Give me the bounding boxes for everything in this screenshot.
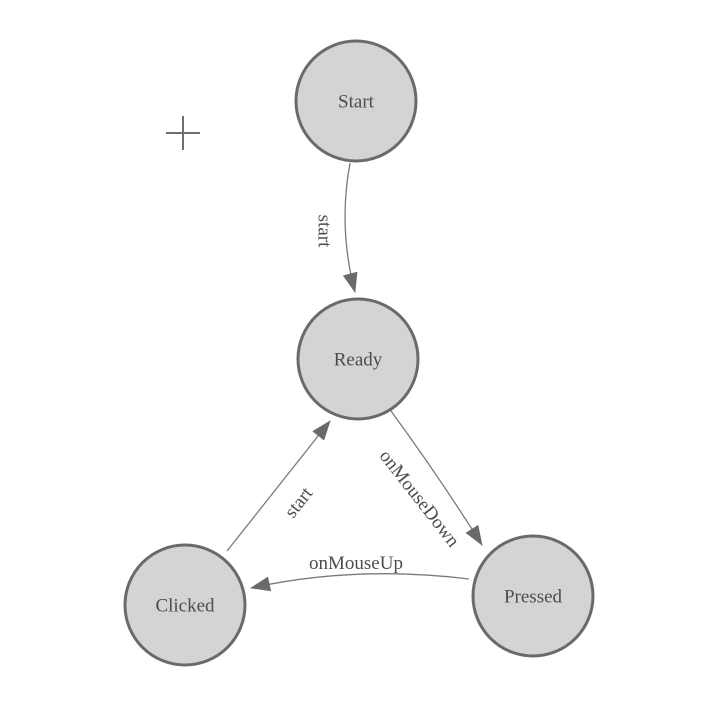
transition-edge-clicked-ready: start xyxy=(226,420,331,552)
state-label-clicked: Clicked xyxy=(155,596,215,617)
transition-label-start-2: start xyxy=(281,483,318,522)
state-circle-ready[interactable] xyxy=(296,297,420,421)
state-circle-clicked[interactable] xyxy=(123,543,247,667)
state-node-start[interactable]: Start xyxy=(294,39,418,163)
transition-label-start: start xyxy=(313,215,334,248)
transition-label-onmouseup: onMouseUp xyxy=(309,553,403,574)
transition-edge-pressed-clicked: onMouseUp xyxy=(250,553,470,592)
state-label-start: Start xyxy=(338,92,375,113)
transition-path-pressed-clicked[interactable] xyxy=(250,573,470,592)
crosshair-cursor-icon xyxy=(166,116,200,150)
transition-edge-ready-pressed: onMouseDown xyxy=(375,410,483,552)
transition-path-ready-pressed[interactable] xyxy=(390,410,483,546)
state-node-pressed[interactable]: Pressed xyxy=(471,534,595,658)
transition-label-onmousedown: onMouseDown xyxy=(375,446,464,552)
state-node-ready[interactable]: Ready xyxy=(296,297,420,421)
transition-path-clicked-ready[interactable] xyxy=(226,420,331,552)
state-circle-start[interactable] xyxy=(294,39,418,163)
transition-edge-start-ready: start xyxy=(313,162,358,293)
state-circle-pressed[interactable] xyxy=(471,534,595,658)
state-label-ready: Ready xyxy=(334,350,383,371)
state-node-clicked[interactable]: Clicked xyxy=(123,543,247,667)
state-label-pressed: Pressed xyxy=(504,587,563,608)
transition-path-start-ready[interactable] xyxy=(342,162,358,293)
